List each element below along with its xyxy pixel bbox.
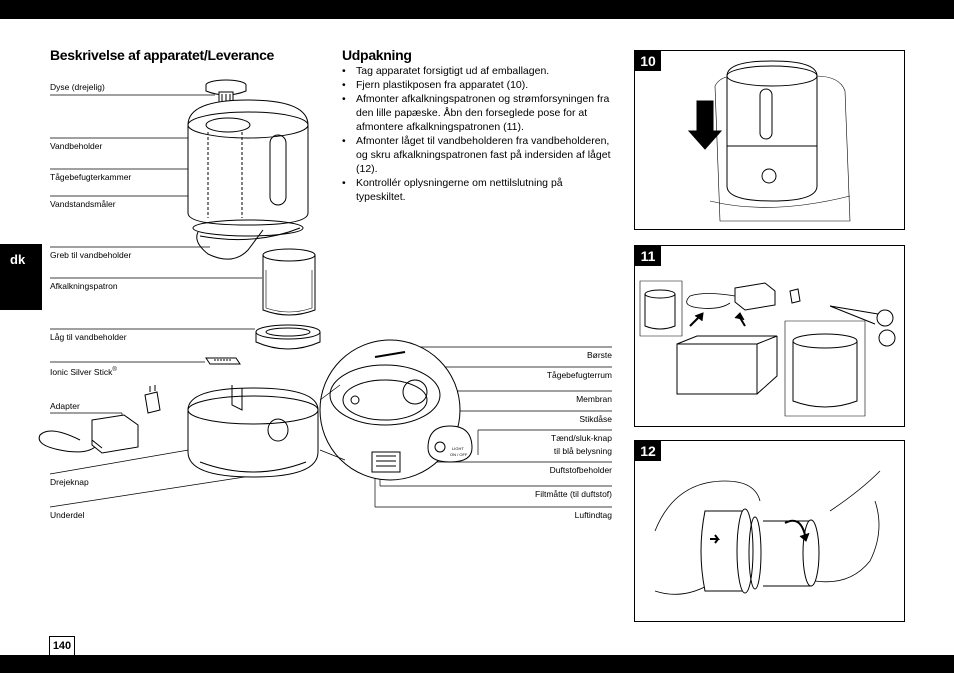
label-felt-mat: Filtmåtte (til duftstof): [535, 489, 612, 499]
device-onoff-label: ON / OFF: [450, 452, 468, 457]
label-ionic-stick: Ionic Silver Stick®: [50, 366, 117, 377]
description-title: Beskrivelse af apparatet/Leverance: [50, 47, 275, 63]
label-knob: Drejeknap: [50, 477, 89, 487]
label-mist-room: Tågebefugterrum: [546, 370, 612, 380]
device-light-label: LIGHT: [452, 446, 464, 451]
label-water-tank: Vandbeholder: [50, 141, 103, 151]
label-socket: Stikdåse: [579, 414, 612, 424]
label-switch-2: til blå belysning: [553, 446, 612, 456]
label-decalc-cartridge: Afkalkningspatron: [50, 281, 118, 291]
label-air-intake: Luftindtag: [574, 510, 612, 520]
label-tank-handle: Greb til vandbeholder: [50, 250, 132, 260]
figure-10-panel: 10: [634, 50, 905, 230]
unpacking-title: Udpakning: [342, 47, 412, 63]
list-item: Afmonter låget til vandbeholderen fra va…: [342, 134, 612, 176]
language-tab: dk: [0, 244, 42, 310]
bottom-bar: [0, 655, 954, 673]
magnified-detail: [319, 339, 473, 481]
list-item: Fjern plastikposen fra apparatet (10).: [342, 78, 612, 92]
label-base: Underdel: [50, 510, 85, 520]
base-drawing: [187, 385, 319, 478]
top-bar: [0, 0, 954, 19]
label-water-gauge: Vandstandsmåler: [50, 199, 116, 209]
label-brush: Børste: [586, 350, 612, 360]
page-number: 140: [49, 636, 75, 655]
label-mist-chamber: Tågebefugterkammer: [50, 172, 132, 182]
language-tab-label: dk: [10, 252, 26, 267]
label-scent-container: Duftstofbeholder: [549, 465, 612, 475]
figure-11-number: 11: [635, 246, 661, 266]
list-item: Kontrollér oplysningerne om nettilslutni…: [342, 176, 612, 204]
label-switch: Tænd/sluk-knap: [551, 433, 612, 443]
lid-drawing: [255, 324, 321, 350]
ionic-stick-drawing: [205, 357, 241, 365]
figure-11-art: [639, 280, 896, 417]
leader-lines-left: [49, 94, 291, 508]
label-membrane: Membran: [576, 394, 612, 404]
label-adapter: Adapter: [50, 401, 80, 411]
figure-10-art: [687, 60, 851, 222]
list-item: Afmonter afkalkningspatronen og strømfor…: [342, 92, 612, 134]
nozzle-drawing: [205, 79, 247, 105]
figure-12-art: [654, 470, 881, 595]
cartridge-drawing: [262, 248, 316, 316]
adapter-drawing: [38, 385, 161, 454]
figure-10-number: 10: [635, 51, 661, 71]
label-tank-lid: Låg til vandbeholder: [50, 332, 127, 342]
unpacking-list: Tag apparatet forsigtigt ud af emballage…: [342, 64, 612, 204]
water-tank-drawing: [187, 99, 309, 260]
figure-12-panel: 12: [634, 440, 905, 622]
list-item: Tag apparatet forsigtigt ud af emballage…: [342, 64, 612, 78]
label-nozzle: Dyse (drejelig): [50, 82, 105, 92]
figure-12-number: 12: [635, 441, 661, 461]
figure-11-panel: 11: [634, 245, 905, 427]
